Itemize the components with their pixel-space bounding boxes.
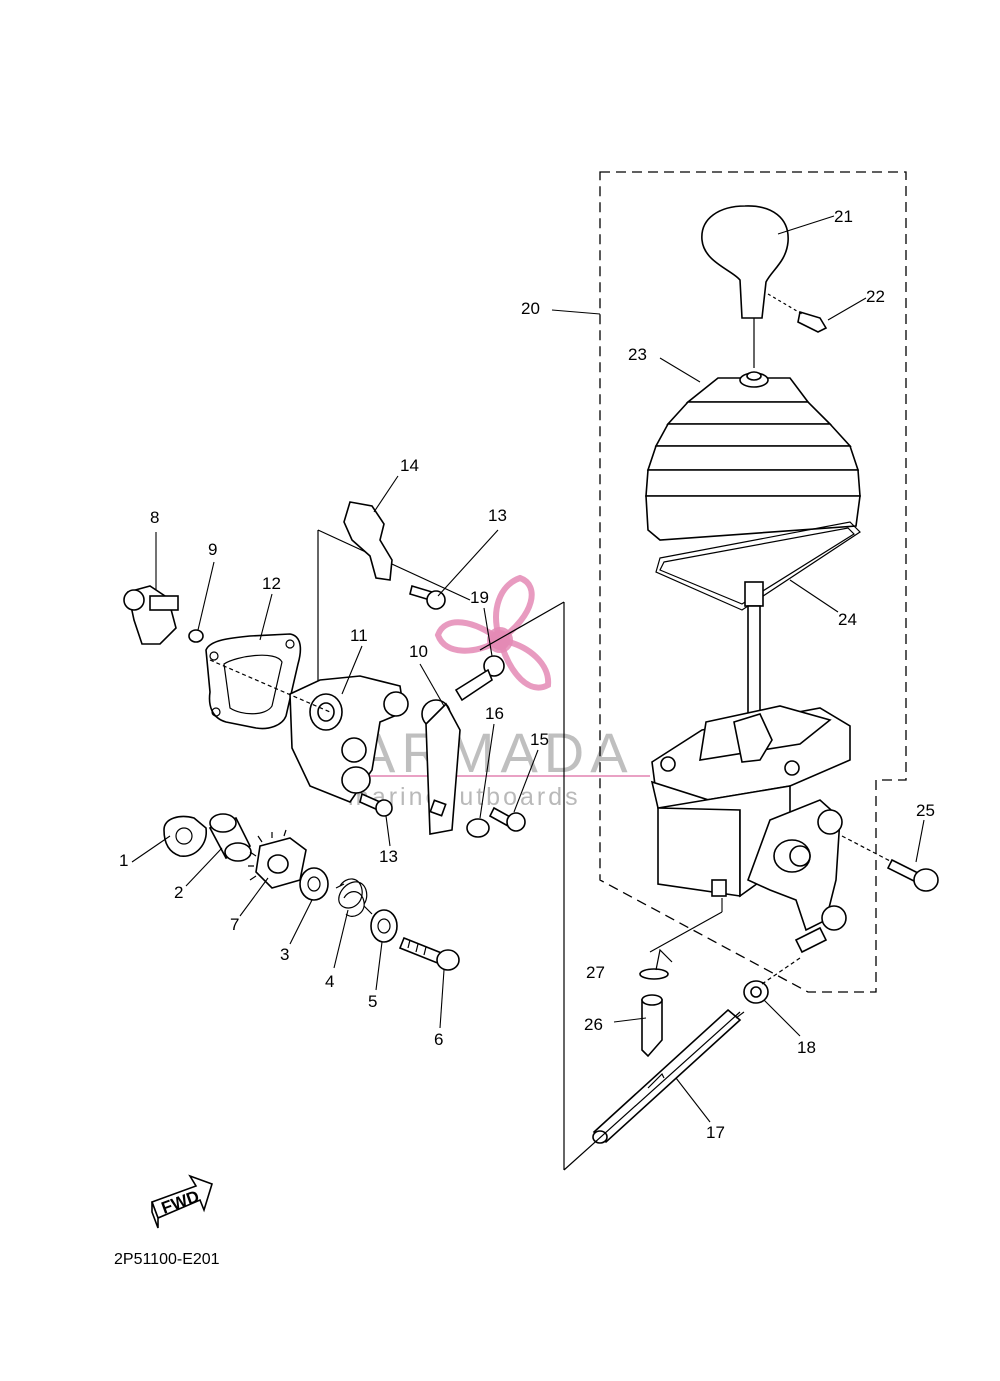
callout-25: 25 bbox=[916, 801, 935, 820]
callout-22: 22 bbox=[866, 287, 885, 306]
callout-9: 9 bbox=[208, 540, 217, 559]
callout-15: 15 bbox=[530, 730, 549, 749]
callout-6: 6 bbox=[434, 1030, 443, 1049]
callout-18: 18 bbox=[797, 1038, 816, 1057]
assembly-20-boundary bbox=[599, 171, 907, 993]
armada-logo: ARMADA marineoutboards bbox=[348, 574, 650, 811]
callout-21: 21 bbox=[834, 207, 853, 226]
part-26-sleeve bbox=[641, 994, 663, 1058]
part-11-housing bbox=[209, 659, 409, 803]
part-20-control-box bbox=[650, 705, 851, 954]
part-7-gear bbox=[248, 829, 307, 889]
callout-8: 8 bbox=[150, 508, 159, 527]
callout-26: 26 bbox=[584, 1015, 603, 1034]
part-3-washer bbox=[299, 867, 329, 901]
callout-3: 3 bbox=[280, 945, 289, 964]
watermark-brand: ARMADA bbox=[358, 721, 634, 784]
part-13-screw-bottom bbox=[359, 792, 393, 817]
callout-7: 7 bbox=[230, 915, 239, 934]
part-15-bolt bbox=[488, 806, 526, 832]
fwd-label: FWD bbox=[159, 1187, 202, 1218]
callout-17: 17 bbox=[706, 1123, 725, 1142]
callout-19: 19 bbox=[470, 588, 489, 607]
part-10-lever bbox=[421, 668, 493, 835]
callout-16: 16 bbox=[485, 704, 504, 723]
part-23-shift-boot bbox=[645, 371, 861, 541]
callout-13-top: 13 bbox=[488, 506, 507, 525]
callout-20: 20 bbox=[521, 299, 540, 318]
part-8-sensor bbox=[123, 585, 179, 645]
callout-1: 1 bbox=[119, 851, 128, 870]
part-13-screw-top bbox=[409, 584, 446, 610]
part-1-cam bbox=[163, 815, 207, 857]
part-24-boot-band bbox=[655, 521, 861, 611]
fwd-arrow-icon: FWD bbox=[150, 1174, 213, 1229]
diagram-code: 2P51100-E201 bbox=[114, 1251, 220, 1268]
part-25-bolt bbox=[841, 835, 939, 892]
part-shift-lever-shaft bbox=[744, 581, 764, 717]
callout-24: 24 bbox=[838, 610, 857, 629]
part-14-clamp bbox=[343, 501, 393, 581]
callout-2: 2 bbox=[174, 883, 183, 902]
part-6-bolt bbox=[398, 936, 460, 971]
part-27-clip bbox=[639, 898, 723, 980]
part-2-bushing bbox=[208, 813, 252, 862]
leader-lines bbox=[131, 215, 925, 1123]
callout-5: 5 bbox=[368, 992, 377, 1011]
callout-12: 12 bbox=[262, 574, 281, 593]
part-5-washer bbox=[370, 909, 398, 943]
part-18-nut bbox=[743, 957, 801, 1004]
part-4-spring bbox=[335, 878, 373, 917]
part-22-pin bbox=[767, 293, 828, 333]
part-12-gasket bbox=[205, 633, 302, 730]
assembly-outline-lines bbox=[317, 529, 741, 1171]
callout-13-bottom: 13 bbox=[379, 847, 398, 866]
callout-27: 27 bbox=[586, 963, 605, 982]
callout-labels: 1 2 3 4 5 6 7 8 9 10 11 12 13 13 14 15 1… bbox=[119, 207, 935, 1142]
callout-11: 11 bbox=[350, 626, 368, 645]
callout-14: 14 bbox=[400, 456, 419, 475]
part-21-shift-knob bbox=[701, 205, 789, 368]
part-16-washer bbox=[466, 818, 490, 838]
part-9-o-ring bbox=[188, 629, 204, 643]
callout-23: 23 bbox=[628, 345, 647, 364]
callout-10: 10 bbox=[409, 642, 428, 661]
callout-4: 4 bbox=[325, 972, 334, 991]
